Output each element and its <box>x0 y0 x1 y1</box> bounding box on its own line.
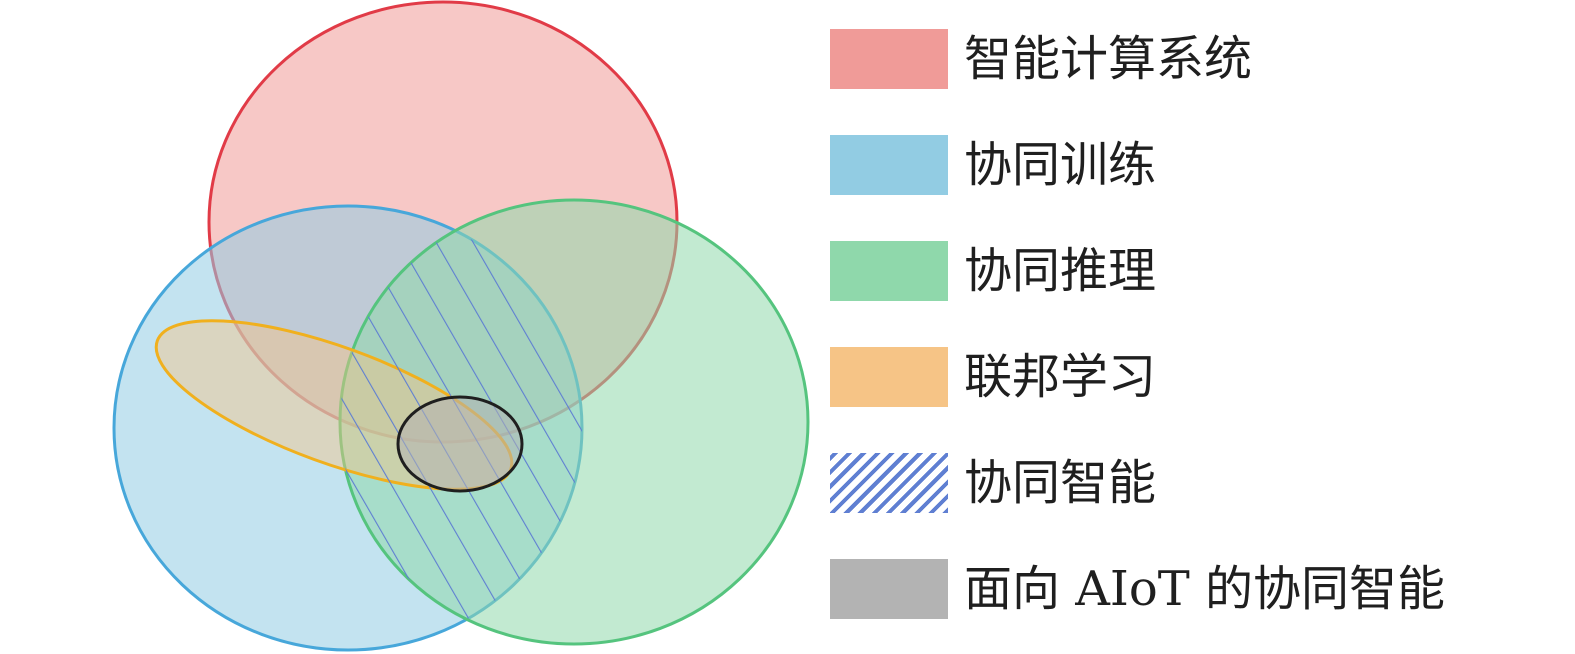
legend-swatch-green <box>830 241 948 301</box>
legend-label: 智能计算系统 <box>964 31 1253 87</box>
venn-diagram <box>112 0 810 652</box>
legend-label: 协同智能 <box>964 455 1157 511</box>
legend-item-collaborative-training: 协同训练 <box>830 134 1156 196</box>
legend-label: 面向 AIoT 的协同智能 <box>964 561 1446 617</box>
legend-item-collaborative-intelligence: 协同智能 <box>830 452 1156 514</box>
legend-item-aiot-collaborative-intelligence: 面向 AIoT 的协同智能 <box>830 558 1445 620</box>
legend-item-federated-learning: 联邦学习 <box>830 346 1156 408</box>
aiot-collaborative-intelligence-circle <box>396 395 524 493</box>
legend-item-collaborative-inference: 协同推理 <box>830 240 1156 302</box>
legend-swatch-blue <box>830 135 948 195</box>
legend-label: 协同训练 <box>964 137 1157 193</box>
legend-item-intelligent-computing-system: 智能计算系统 <box>830 28 1252 90</box>
legend-swatch-gray <box>830 559 948 619</box>
legend-swatch-orange <box>830 347 948 407</box>
legend-swatch-red <box>830 29 948 89</box>
legend-label: 协同推理 <box>964 243 1157 299</box>
legend-swatch-hatch <box>830 453 948 513</box>
collaborative-intelligence-hatch <box>340 206 582 644</box>
legend-label: 联邦学习 <box>964 349 1157 405</box>
